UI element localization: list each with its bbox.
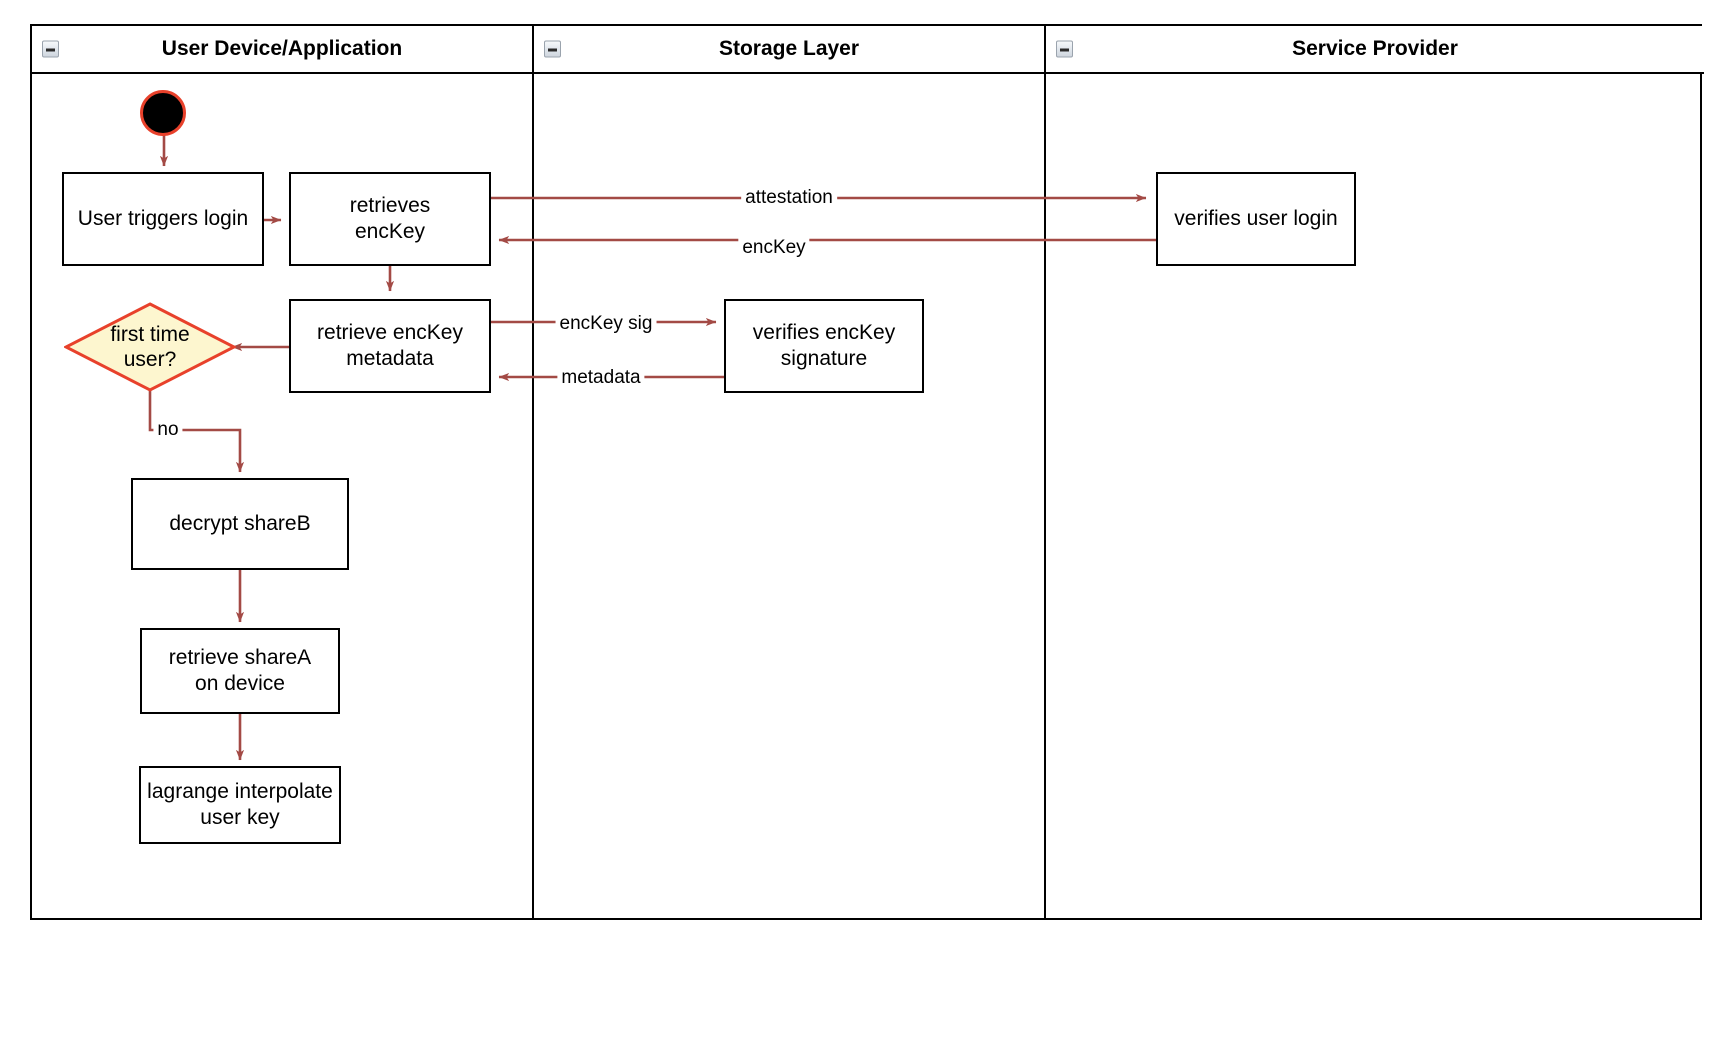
edge-label-no: no: [153, 419, 183, 441]
collapse-minus-icon[interactable]: [1056, 40, 1073, 58]
swimlane-user-device[interactable]: User Device/Application: [32, 26, 532, 918]
edge-label-metadata: metadata: [557, 367, 645, 389]
node-lagrange-interpolate-user-key[interactable]: lagrange interpolate user key: [139, 766, 341, 844]
swimlane-title-user-device: User Device/Application: [161, 37, 403, 60]
edge-label-enckey-sig: encKey sig: [555, 313, 657, 335]
swimlane-header-service-provider: Service Provider: [1046, 26, 1704, 74]
node-retrieves-enckey[interactable]: retrieves encKey: [289, 172, 491, 266]
node-verifies-user-login[interactable]: verifies user login: [1156, 172, 1356, 266]
node-start[interactable]: [140, 90, 186, 136]
edge-label-attestation: attestation: [741, 187, 837, 209]
swimlane-title-service-provider: Service Provider: [1292, 37, 1458, 60]
node-first-time-user[interactable]: first time user?: [64, 302, 236, 392]
node-decrypt-shareb[interactable]: decrypt shareB: [131, 478, 349, 570]
node-retrieve-enckey-metadata[interactable]: retrieve encKey metadata: [289, 299, 491, 393]
swimlane-storage-layer[interactable]: Storage Layer: [532, 26, 1044, 918]
diamond-shape: [64, 302, 236, 392]
swimlane-service-provider[interactable]: Service Provider: [1044, 26, 1704, 918]
collapse-minus-icon[interactable]: [544, 40, 561, 58]
node-first-time-user-label: first time user?: [110, 322, 190, 371]
swimlane-header-user-device: User Device/Application: [32, 26, 532, 74]
edge-label-enckey: encKey: [738, 237, 810, 259]
node-user-triggers-login[interactable]: User triggers login: [62, 172, 264, 266]
node-retrieve-sharea-on-device[interactable]: retrieve shareA on device: [140, 628, 340, 714]
collapse-minus-icon[interactable]: [42, 40, 59, 58]
swimlane-title-storage-layer: Storage Layer: [718, 37, 860, 60]
node-verifies-enckey-signature[interactable]: verifies encKey signature: [724, 299, 924, 393]
swimlane-header-storage-layer: Storage Layer: [534, 26, 1044, 74]
